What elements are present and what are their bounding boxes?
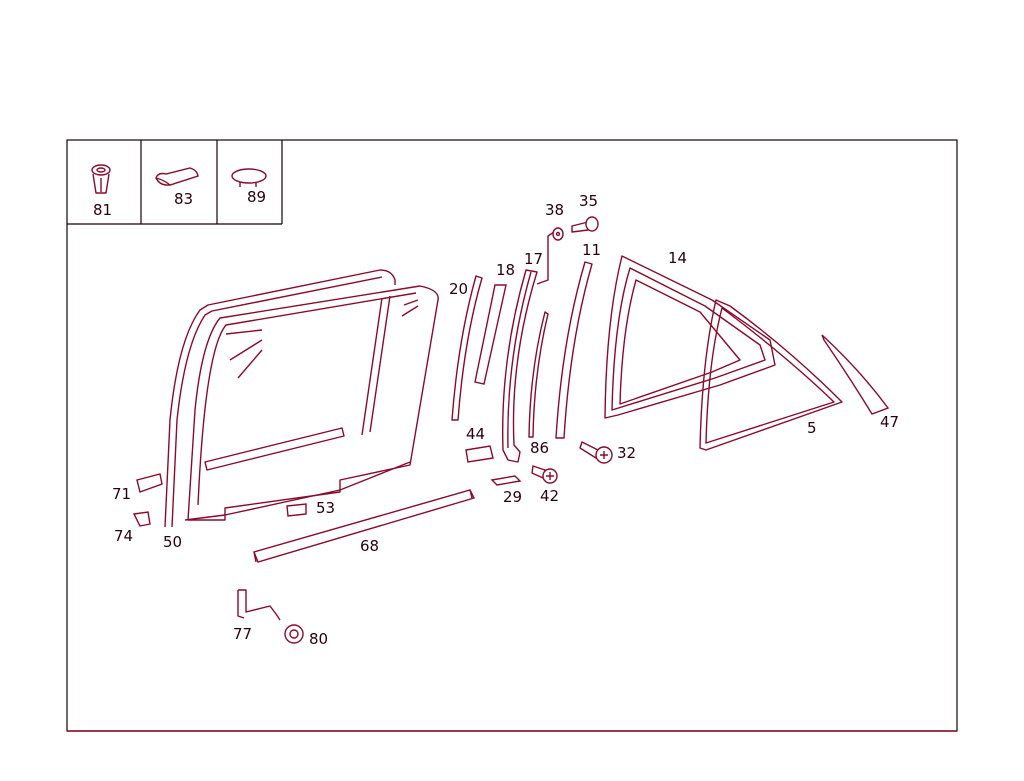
part-number-20: 20 [449, 280, 469, 298]
part-number-5: 5 [807, 419, 817, 437]
part-number-68: 68 [360, 537, 380, 555]
part-number-11: 11 [582, 241, 602, 259]
part-number-80: 80 [309, 630, 329, 648]
part-number-86: 86 [530, 439, 550, 457]
part-77 [237, 589, 281, 621]
part-80 [284, 624, 304, 644]
part-number-42: 42 [540, 487, 560, 505]
part-number-38: 38 [545, 201, 565, 219]
part-74 [132, 511, 151, 527]
cap-icon [231, 168, 267, 187]
part-number-17: 17 [524, 250, 544, 268]
part-number-83: 83 [174, 190, 194, 208]
part-number-77: 77 [233, 625, 253, 643]
part-32 [579, 441, 613, 464]
part-50-channel [164, 269, 396, 528]
pad-icon [155, 167, 199, 186]
part-38 [552, 227, 564, 241]
part-number-74: 74 [114, 527, 134, 545]
part-number-32: 32 [617, 444, 637, 462]
part-18 [474, 284, 507, 385]
part-number-29: 29 [503, 488, 523, 506]
part-number-47: 47 [880, 413, 900, 431]
part-44 [465, 445, 494, 463]
part-68 [253, 489, 475, 563]
part-number-35: 35 [579, 192, 599, 210]
part-14 [604, 255, 776, 419]
diagram-border [66, 139, 958, 732]
part-number-53: 53 [316, 499, 336, 517]
part-20 [451, 275, 483, 421]
part-number-14: 14 [668, 249, 688, 267]
part-number-44: 44 [466, 425, 486, 443]
inset-table [67, 140, 283, 225]
part-17 [502, 269, 538, 463]
part-door-glass [187, 285, 439, 521]
part-86 [528, 311, 549, 438]
part-number-81: 81 [93, 201, 113, 219]
part-number-89: 89 [247, 188, 267, 206]
clip-icon [91, 164, 111, 194]
part-71 [136, 473, 163, 493]
part-47 [821, 334, 890, 415]
part-53 [286, 503, 307, 517]
part-5 [699, 299, 843, 451]
part-29 [490, 475, 522, 486]
leader-line [536, 231, 555, 285]
part-11 [555, 261, 593, 439]
part-number-50: 50 [163, 533, 183, 551]
part-35 [571, 216, 599, 233]
part-42 [531, 465, 558, 484]
part-number-18: 18 [496, 261, 516, 279]
part-number-71: 71 [112, 485, 132, 503]
